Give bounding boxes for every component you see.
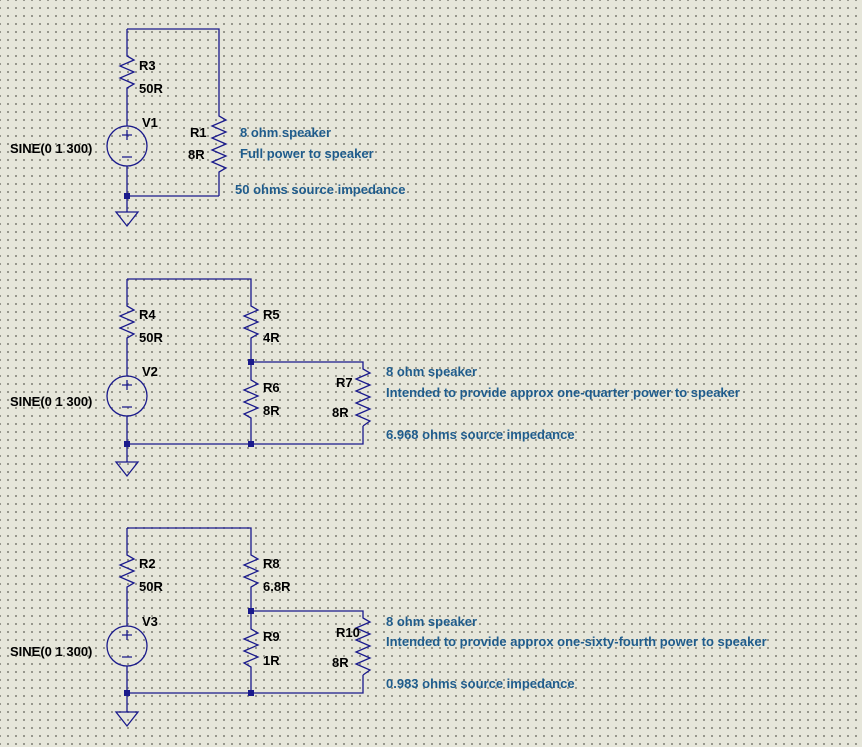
- r7-value-label: 8R: [332, 405, 349, 420]
- circuit-3: [106, 527, 372, 728]
- r9-name-label: R9: [263, 629, 280, 644]
- voltage-source-v1[interactable]: [106, 125, 148, 167]
- comment-line: 6.968 ohms source impedance: [386, 427, 575, 442]
- circuit-2: [106, 278, 372, 478]
- r5-name-label: R5: [263, 307, 280, 322]
- resistor-r5[interactable]: [242, 302, 260, 362]
- wire: [127, 28, 220, 100]
- comment-line: 8 ohm speaker: [240, 125, 332, 140]
- voltage-source-v3[interactable]: [106, 625, 148, 667]
- r1-name-label: R1: [190, 125, 207, 140]
- resistor-r4[interactable]: [118, 302, 136, 350]
- r2-value-label: 50R: [139, 579, 163, 594]
- v2-value-label: SINE(0 1 300): [10, 394, 93, 409]
- ground-symbol: [114, 461, 140, 478]
- resistor-r9[interactable]: [242, 611, 260, 693]
- r3-value-label: 50R: [139, 81, 163, 96]
- comment-line: 0.983 ohms source impedance: [386, 676, 575, 691]
- v1-value-label: SINE(0 1 300): [10, 141, 93, 156]
- junction-node: [248, 359, 254, 365]
- resistor-r7[interactable]: [354, 365, 372, 427]
- wire: [127, 527, 252, 551]
- r3-name-label: R3: [139, 58, 156, 73]
- r1-value-label: 8R: [188, 147, 205, 162]
- junction-node: [248, 441, 254, 447]
- wire: [126, 166, 219, 197]
- r8-name-label: R8: [263, 556, 280, 571]
- resistor-r6[interactable]: [242, 362, 260, 444]
- ground-symbol: [114, 711, 140, 728]
- r4-name-label: R4: [139, 307, 156, 322]
- comment-line: Intended to provide approx one-sixty-fou…: [386, 634, 767, 649]
- v2-name-label: V2: [142, 364, 158, 379]
- r8-value-label: 6.8R: [263, 579, 291, 594]
- comment-line: 50 ohms source impedance: [235, 182, 406, 197]
- resistor-r10[interactable]: [354, 614, 372, 676]
- r7-name-label: R7: [336, 375, 353, 390]
- resistor-r2[interactable]: [118, 551, 136, 599]
- v3-name-label: V3: [142, 614, 158, 629]
- wire: [251, 610, 364, 614]
- wire: [127, 278, 252, 302]
- resistor-r1[interactable]: [210, 100, 228, 196]
- r5-value-label: 4R: [263, 330, 280, 345]
- resistor-r8[interactable]: [242, 551, 260, 611]
- comment-line: Full power to speaker: [240, 146, 374, 161]
- circuit-1: [106, 28, 228, 228]
- wire: [126, 666, 364, 694]
- r2-name-label: R2: [139, 556, 156, 571]
- r6-name-label: R6: [263, 380, 280, 395]
- r4-value-label: 50R: [139, 330, 163, 345]
- r10-name-label: R10: [336, 625, 360, 640]
- r10-value-label: 8R: [332, 655, 349, 670]
- comment-line: 8 ohm speaker: [386, 364, 478, 379]
- wire: [126, 416, 364, 445]
- resistor-r3[interactable]: [118, 52, 136, 100]
- junction-node: [248, 608, 254, 614]
- wire: [251, 361, 364, 365]
- comment-line: Intended to provide approx one-quarter p…: [386, 385, 740, 400]
- comment-line: 8 ohm speaker: [386, 614, 478, 629]
- voltage-source-v2[interactable]: [106, 375, 148, 417]
- junction-node: [248, 690, 254, 696]
- r6-value-label: 8R: [263, 403, 280, 418]
- ground-symbol: [114, 211, 140, 228]
- v1-name-label: V1: [142, 115, 158, 130]
- v3-value-label: SINE(0 1 300): [10, 644, 93, 659]
- r9-value-label: 1R: [263, 653, 280, 668]
